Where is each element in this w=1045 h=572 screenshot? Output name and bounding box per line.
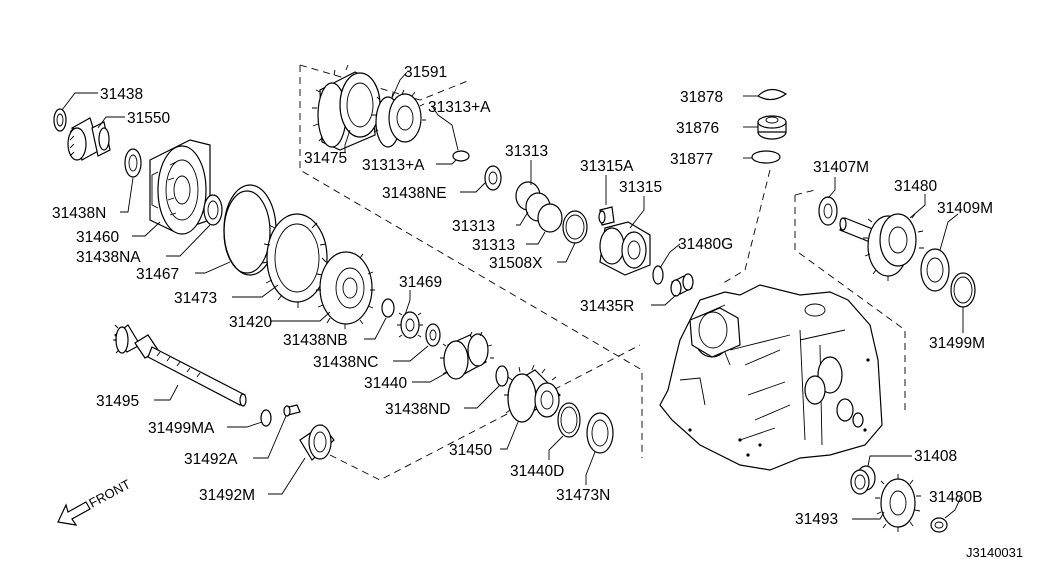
part-31313A-washer bbox=[452, 150, 470, 162]
part-31315-valve-body bbox=[599, 221, 651, 276]
part-transmission-housing bbox=[659, 284, 883, 471]
label-31438: 31438 bbox=[100, 86, 143, 103]
part-31878-clip bbox=[757, 88, 788, 101]
label-31878: 31878 bbox=[680, 89, 723, 106]
part-31492M-retainer bbox=[299, 424, 335, 461]
part-31420-gear bbox=[316, 251, 375, 329]
part-31438ND-bearing bbox=[495, 365, 509, 387]
label-31313-A-bottom: 31313+A bbox=[362, 157, 425, 174]
part-31438N-bearing bbox=[124, 148, 142, 178]
part-31438NE-bearing bbox=[484, 165, 502, 191]
part-31313-disks bbox=[515, 181, 563, 233]
part-31438-bearing bbox=[53, 108, 67, 132]
part-31440-gear bbox=[440, 331, 494, 380]
label-31475: 31475 bbox=[304, 150, 347, 167]
label-31407M: 31407M bbox=[813, 159, 869, 176]
label-31469: 31469 bbox=[399, 274, 442, 291]
part-31407M-bearing bbox=[818, 196, 838, 226]
label-31408: 31408 bbox=[914, 448, 957, 465]
label-31499MA: 31499MA bbox=[148, 420, 215, 437]
part-31499M-ring bbox=[950, 272, 976, 308]
part-31492A-bolt bbox=[283, 404, 301, 417]
part-31876-breather bbox=[757, 115, 787, 140]
label-31550: 31550 bbox=[127, 110, 170, 127]
part-31475-gear bbox=[312, 64, 381, 151]
part-31450-gear bbox=[504, 364, 561, 423]
label-31438ND: 31438ND bbox=[385, 401, 451, 418]
part-31460-drum bbox=[149, 139, 211, 235]
part-31315A-bolt bbox=[598, 206, 615, 226]
part-31435R-sleeve bbox=[670, 273, 694, 297]
label-31315: 31315 bbox=[619, 179, 662, 196]
label-31438NE: 31438NE bbox=[382, 185, 447, 202]
label-31480B: 31480B bbox=[929, 489, 982, 506]
label-31409M: 31409M bbox=[937, 200, 993, 217]
label-31438NA: 31438NA bbox=[76, 249, 141, 266]
part-31550-gear-shaft bbox=[67, 117, 111, 161]
part-31440D-snap-ring bbox=[557, 402, 581, 438]
part-31473N-bearing bbox=[586, 412, 614, 454]
front-arrow-icon bbox=[57, 501, 91, 526]
label-31313-low: 31313 bbox=[472, 237, 515, 254]
label-31438NC: 31438NC bbox=[313, 354, 379, 371]
part-31495-shaft bbox=[113, 324, 247, 407]
label-31460: 31460 bbox=[76, 229, 119, 246]
label-31438N: 31438N bbox=[52, 205, 106, 222]
label-31315A: 31315A bbox=[580, 158, 634, 175]
part-31499MA-seal-ring bbox=[260, 409, 272, 427]
label-31499M: 31499M bbox=[929, 335, 985, 352]
label-31435R: 31435R bbox=[580, 298, 634, 315]
label-31473: 31473 bbox=[174, 290, 217, 307]
part-31493-gear bbox=[875, 474, 921, 532]
label-31480: 31480 bbox=[894, 178, 937, 195]
part-31480-gear-shaft bbox=[839, 213, 924, 281]
label-31877: 31877 bbox=[670, 151, 713, 168]
diagram-code: J3140031 bbox=[966, 545, 1023, 560]
part-31473-clutch-plate bbox=[261, 213, 328, 308]
front-indicator: FRONT bbox=[57, 476, 133, 526]
label-31876: 31876 bbox=[676, 120, 719, 137]
part-31408-seal bbox=[850, 465, 876, 495]
label-31313-top: 31313 bbox=[505, 143, 548, 160]
label-31440: 31440 bbox=[364, 375, 407, 392]
group-outlines bbox=[299, 64, 906, 481]
part-31591-gear bbox=[372, 89, 426, 148]
label-31420: 31420 bbox=[229, 314, 272, 331]
label-31313-A-top: 31313+A bbox=[428, 99, 491, 116]
part-31438NA-bearing bbox=[203, 194, 223, 226]
label-31450: 31450 bbox=[449, 442, 492, 459]
part-31480B-nut bbox=[930, 517, 948, 533]
part-31508X-snap-ring bbox=[562, 210, 588, 244]
label-31467: 31467 bbox=[136, 266, 179, 283]
label-31493: 31493 bbox=[795, 511, 838, 528]
part-31438NC-bearing bbox=[425, 323, 441, 347]
label-31313-mid: 31313 bbox=[452, 218, 495, 235]
front-label: FRONT bbox=[86, 476, 133, 510]
part-31438NB-washer bbox=[381, 298, 395, 318]
label-31480G: 31480G bbox=[678, 236, 733, 253]
label-31492A: 31492A bbox=[184, 451, 238, 468]
label-31440D: 31440D bbox=[510, 463, 564, 480]
label-31492M: 31492M bbox=[199, 487, 255, 504]
label-31438NB: 31438NB bbox=[283, 332, 348, 349]
label-31508X: 31508X bbox=[489, 255, 543, 272]
part-labels: 31438 31550 31438N 31460 31438NA 31467 3… bbox=[52, 64, 993, 528]
part-31877-gasket bbox=[751, 150, 781, 164]
part-31409M-bearing bbox=[920, 248, 950, 292]
label-31473N: 31473N bbox=[556, 487, 610, 504]
label-31591: 31591 bbox=[404, 64, 447, 81]
leader-lines bbox=[61, 71, 964, 520]
part-31480G-ring bbox=[652, 265, 664, 285]
part-31469-pinion bbox=[397, 311, 423, 339]
label-31495: 31495 bbox=[96, 393, 139, 410]
